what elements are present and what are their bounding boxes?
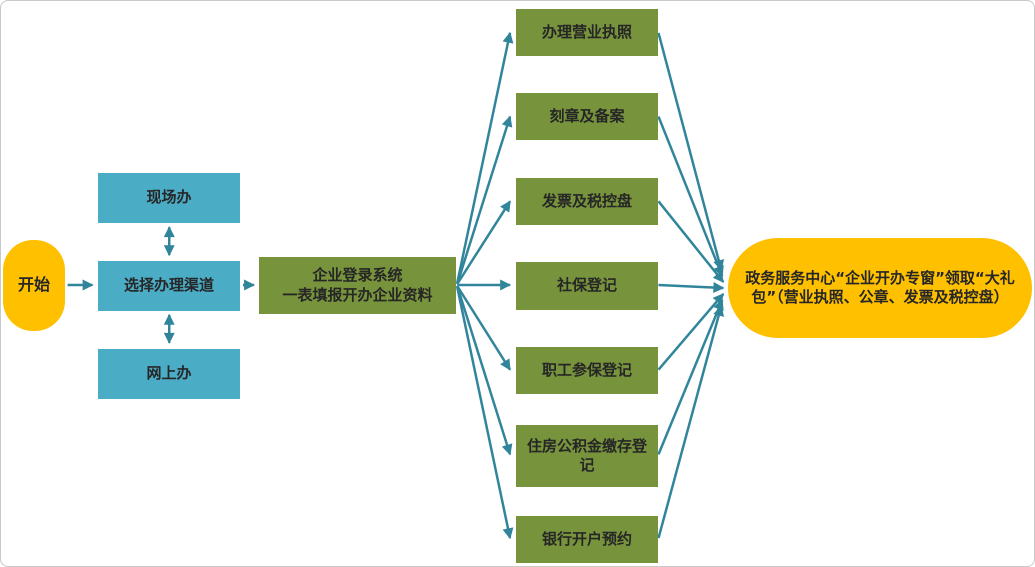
result-node: 政务服务中心“企业开办专窗”领取“大礼包”（营业执照、公章、发票及税控盘） — [728, 238, 1032, 338]
task-social-insurance: 社保登记 — [516, 262, 658, 310]
task-bank-appointment: 银行开户预约 — [516, 516, 658, 563]
system-node-line2: 一表填报开办企业资料 — [282, 285, 433, 304]
channel-onsite-node: 现场办 — [98, 173, 240, 223]
task-employee-insurance: 职工参保登记 — [516, 347, 658, 394]
system-node-line1: 企业登录系统 — [312, 266, 403, 284]
task-seal-filing: 刻章及备案 — [516, 93, 658, 140]
system-node: 企业登录系统 一表填报开办企业资料 — [259, 257, 456, 314]
task-invoice-tax-disk: 发票及税控盘 — [516, 178, 658, 225]
task-business-license: 办理营业执照 — [516, 9, 658, 56]
channel-choose-node: 选择办理渠道 — [98, 261, 240, 311]
task-housing-fund: 住房公积金缴存登记 — [516, 425, 658, 487]
start-node: 开始 — [3, 240, 65, 331]
channel-online-node: 网上办 — [98, 349, 240, 399]
